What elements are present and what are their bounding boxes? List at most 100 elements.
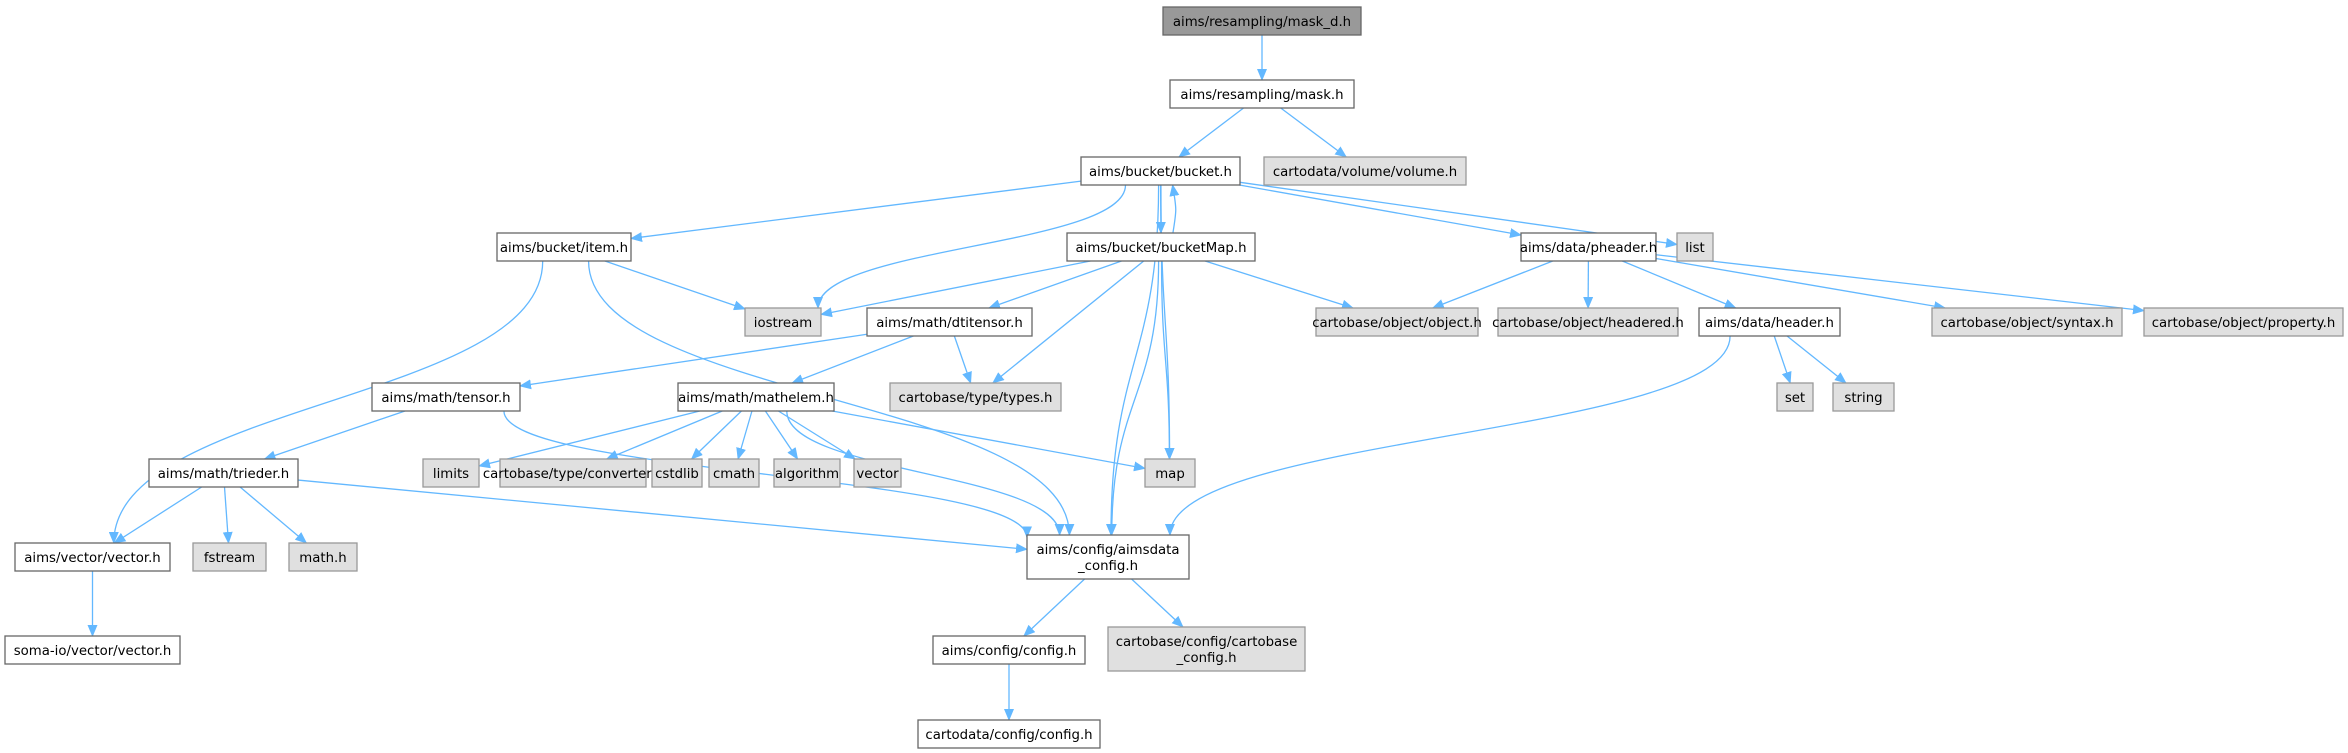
edge-arrow bbox=[791, 335, 914, 384]
edge-pheader-to-property bbox=[1655, 254, 2145, 315]
edge-arrow bbox=[1239, 184, 1522, 239]
node-box bbox=[2143, 307, 2344, 337]
edge-arrow bbox=[988, 260, 1122, 310]
node-tensor[interactable]: aims/math/tensor.h bbox=[371, 382, 521, 412]
node-pheader[interactable]: aims/data/pheader.h bbox=[1520, 232, 1657, 262]
edge-mathelem-to-limits bbox=[478, 410, 700, 469]
edge-arrow bbox=[108, 260, 544, 544]
edge-item-to-aimsvector bbox=[108, 260, 544, 544]
node-label: algorithm bbox=[775, 467, 839, 482]
node-cartobase_config: cartobase/config/cartobase_config.h bbox=[1107, 626, 1306, 672]
node-label: cartodata/volume/volume.h bbox=[1273, 165, 1457, 180]
edge-arrow bbox=[222, 486, 233, 544]
edge-arrow bbox=[1786, 335, 1847, 384]
node-label: cstdlib bbox=[655, 467, 699, 482]
edge-arrow bbox=[239, 486, 308, 544]
node-mask_d[interactable]: aims/resampling/mask_d.h bbox=[1162, 6, 1362, 36]
node-mask[interactable]: aims/resampling/mask.h bbox=[1169, 79, 1355, 109]
node-box bbox=[499, 458, 647, 488]
node-header[interactable]: aims/data/header.h bbox=[1698, 307, 1841, 337]
node-label: fstream bbox=[204, 551, 255, 566]
node-box bbox=[1080, 156, 1241, 186]
node-converter: cartobase/type/converter.h bbox=[483, 458, 663, 488]
node-box bbox=[496, 232, 632, 262]
node-bucket[interactable]: aims/bucket/bucket.h bbox=[1080, 156, 1241, 186]
node-box bbox=[866, 307, 1033, 337]
node-volume: cartodata/volume/volume.h bbox=[1263, 156, 1467, 186]
node-somavector[interactable]: soma-io/vector/vector.h bbox=[4, 635, 181, 665]
node-box bbox=[853, 458, 902, 488]
node-label: aims/config/aimsdata bbox=[1036, 543, 1179, 558]
node-label: math.h bbox=[299, 551, 346, 566]
node-label: soma-io/vector/vector.h bbox=[14, 644, 172, 659]
node-label: cartobase/config/cartobase bbox=[1116, 635, 1298, 650]
node-label: map bbox=[1155, 467, 1185, 482]
edge-mathelem-to-algorithm bbox=[764, 410, 799, 460]
node-trieder[interactable]: aims/math/trieder.h bbox=[148, 458, 299, 488]
edge-arrow bbox=[1204, 260, 1354, 310]
edge-arrow bbox=[1169, 184, 1180, 234]
node-box bbox=[1315, 307, 1479, 337]
edge-arrow bbox=[1160, 260, 1175, 460]
edge-trieder-to-aimsdata_config bbox=[297, 479, 1028, 554]
edge-arrow bbox=[297, 479, 1028, 554]
node-box bbox=[1776, 382, 1814, 412]
node-label: _config.h bbox=[1176, 651, 1237, 666]
node-item[interactable]: aims/bucket/item.h bbox=[496, 232, 632, 262]
edge-mathelem-to-aimsdata_config bbox=[786, 410, 1065, 536]
edge-arrow bbox=[1178, 107, 1244, 158]
node-fstream: fstream bbox=[192, 542, 267, 572]
edge-arrow bbox=[813, 184, 1127, 309]
edge-aimsdata_config-to-aimsconfig bbox=[1023, 578, 1086, 637]
node-bucketMap[interactable]: aims/bucket/bucketMap.h bbox=[1066, 232, 1256, 262]
edge-arrow bbox=[1655, 257, 1947, 312]
edge-arrow bbox=[478, 410, 700, 469]
node-label: aims/data/pheader.h bbox=[1520, 241, 1657, 256]
edge-bucket-to-item bbox=[630, 180, 1082, 243]
edge-pheader-to-header bbox=[1622, 260, 1737, 309]
node-label: aims/vector/vector.h bbox=[24, 551, 160, 566]
node-box bbox=[708, 458, 760, 488]
edge-arrow bbox=[1023, 578, 1086, 637]
node-set: set bbox=[1776, 382, 1814, 412]
node-mathh: math.h bbox=[288, 542, 358, 572]
node-box bbox=[1931, 307, 2123, 337]
node-label: aims/math/tensor.h bbox=[381, 391, 510, 406]
node-aimsdata_config[interactable]: aims/config/aimsdata_config.h bbox=[1026, 534, 1190, 580]
node-mathelem[interactable]: aims/math/mathelem.h bbox=[677, 382, 835, 412]
edge-arrow bbox=[630, 180, 1082, 243]
edge-arrow bbox=[605, 410, 723, 460]
edge-mathelem-to-vector bbox=[778, 410, 856, 460]
node-aimsconfig[interactable]: aims/config/config.h bbox=[932, 635, 1086, 665]
node-dtitensor[interactable]: aims/math/dtitensor.h bbox=[866, 307, 1033, 337]
edge-bucketMap-to-iostream bbox=[820, 260, 1091, 318]
edge-trieder-to-aimsvector bbox=[113, 486, 203, 544]
edge-arrow bbox=[786, 410, 1065, 536]
node-label: set bbox=[1785, 391, 1805, 406]
edge-trieder-to-mathh bbox=[239, 486, 308, 544]
node-box bbox=[422, 458, 480, 488]
edge-header-to-set bbox=[1773, 335, 1792, 384]
edge-mask-to-bucket bbox=[1178, 107, 1244, 158]
edge-header-to-string bbox=[1786, 335, 1847, 384]
edge-arrow bbox=[1164, 335, 1731, 536]
node-aimsvector[interactable]: aims/vector/vector.h bbox=[14, 542, 171, 572]
node-box bbox=[1832, 382, 1895, 412]
nodes-layer: aims/resampling/mask_d.h aims/resampling/… bbox=[4, 6, 2344, 749]
node-label: aims/math/mathelem.h bbox=[678, 391, 834, 406]
edge-arrow bbox=[1773, 335, 1792, 384]
edge-pheader-to-object bbox=[1431, 260, 1553, 309]
node-cartodataconfig[interactable]: cartodata/config/config.h bbox=[917, 719, 1101, 749]
edge-tensor-to-trieder bbox=[263, 410, 406, 461]
node-label: vector bbox=[856, 467, 899, 482]
node-limits: limits bbox=[422, 458, 480, 488]
node-label: aims/config/config.h bbox=[942, 644, 1077, 659]
node-label: string bbox=[1844, 391, 1882, 406]
node-box bbox=[1497, 307, 1679, 337]
edge-arrow bbox=[1431, 260, 1553, 309]
edge-tensor-to-aimsdata_config bbox=[503, 410, 1032, 539]
node-label: aims/math/dtitensor.h bbox=[876, 316, 1023, 331]
node-label: aims/bucket/item.h bbox=[500, 241, 628, 256]
edge-pheader-to-syntax bbox=[1655, 257, 1947, 312]
edge-dtitensor-to-types bbox=[953, 335, 972, 384]
